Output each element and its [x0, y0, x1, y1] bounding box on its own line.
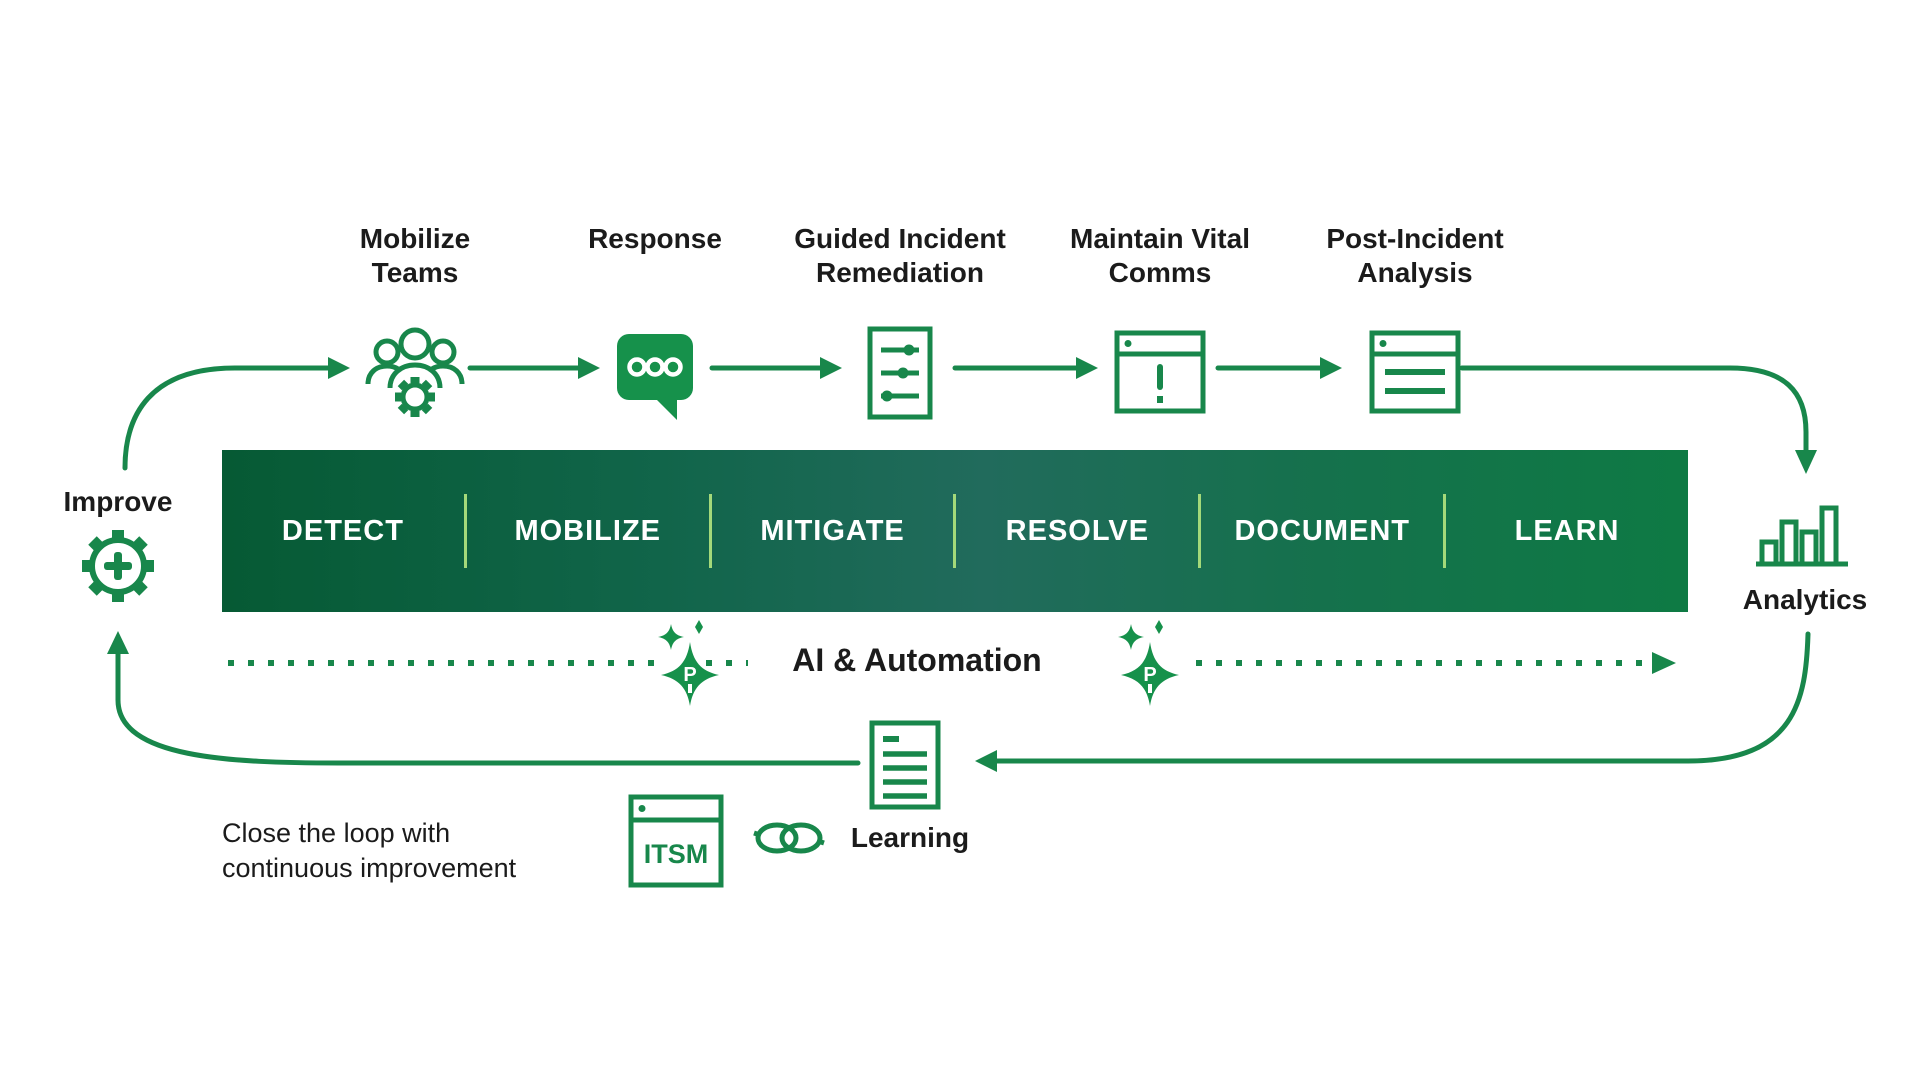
stage-document: DOCUMENT — [1234, 514, 1410, 547]
sparkle-letter: P — [683, 664, 696, 686]
curve-learning-to-improve — [115, 651, 861, 766]
stage-mitigate: MITIGATE — [760, 514, 905, 547]
arrowhead-down-analytics — [1795, 450, 1817, 474]
arrowhead-into-learning — [975, 750, 997, 772]
report-window-icon — [1369, 330, 1461, 414]
step-label-guided-remediation: Guided Incident Remediation — [730, 222, 1070, 290]
step-label-line: Maintain Vital — [1070, 223, 1250, 254]
team-gear-icon — [365, 327, 465, 417]
step-label-line: Analysis — [1357, 257, 1473, 288]
arrowhead-into-flow — [328, 357, 350, 379]
stage-detect: DETECT — [281, 514, 404, 547]
stage-divider — [953, 494, 957, 568]
sparkle-letter: P — [1143, 664, 1156, 686]
exclamation-bar — [1157, 364, 1163, 390]
guided-remediation-icon — [867, 326, 933, 420]
arrowhead-2 — [820, 357, 842, 379]
improve-label: Improve — [63, 486, 173, 517]
ai-sparkle-icon: P — [658, 620, 719, 706]
step-label-line: Post-Incident — [1326, 223, 1504, 254]
step-label-response: Response — [485, 222, 825, 256]
arrowhead-up-improve — [107, 631, 129, 654]
arrowhead-4 — [1320, 357, 1342, 379]
step-label-line: Remediation — [815, 257, 985, 288]
stage-learn: LEARN — [1514, 514, 1620, 547]
knot-icon — [753, 822, 825, 854]
ai-sparkle-icon: P — [1118, 620, 1179, 706]
stage-divider — [1443, 494, 1447, 568]
arrowhead-dotted-rail — [1652, 652, 1676, 674]
curve-flow-to-analytics — [1459, 365, 1809, 453]
lifecycle-banner: DETECT MOBILIZE MITIGATE RESOLVE DOCUMEN… — [222, 450, 1688, 612]
chat-bubble-icon — [617, 334, 693, 420]
improve-gear-plus-icon — [82, 530, 154, 602]
step-label-line: Teams — [371, 257, 459, 288]
analytics-bar-chart-icon — [1756, 505, 1848, 567]
learning-document-icon — [869, 720, 941, 810]
close-loop-line2: continuous improvement — [222, 853, 517, 883]
step-label-line: Comms — [1108, 257, 1212, 288]
analytics-label: Analytics — [1742, 584, 1868, 615]
step-label-maintain-comms: Maintain Vital Comms — [990, 222, 1330, 290]
step-label-line: Guided Incident — [794, 223, 1006, 254]
learning-label: Learning — [850, 822, 970, 853]
step-label-line: Mobilize — [359, 223, 471, 254]
step-label-mobilize-teams: Mobilize Teams — [245, 222, 585, 290]
alert-window-icon — [1114, 330, 1206, 414]
curve-improve-to-flow — [122, 365, 331, 471]
stage-divider — [463, 494, 467, 568]
step-label-post-incident: Post-Incident Analysis — [1245, 222, 1585, 290]
step-label-line: Response — [588, 223, 722, 254]
ai-automation-label: AI & Automation — [792, 642, 1042, 678]
stage-divider — [1198, 494, 1202, 568]
itsm-window-icon: ITSM — [628, 794, 724, 888]
curve-analytics-to-learning — [994, 631, 1811, 764]
arrowhead-1 — [578, 357, 600, 379]
exclamation-dot — [1157, 396, 1163, 403]
arrowhead-3 — [1076, 357, 1098, 379]
stage-resolve: RESOLVE — [1005, 514, 1150, 547]
close-loop-line1: Close the loop with — [222, 818, 451, 848]
close-loop-caption: Close the loop with continuous improveme… — [222, 816, 516, 886]
itsm-label: ITSM — [644, 839, 709, 869]
stage-divider — [708, 494, 712, 568]
stage-mobilize: MOBILIZE — [514, 514, 662, 547]
